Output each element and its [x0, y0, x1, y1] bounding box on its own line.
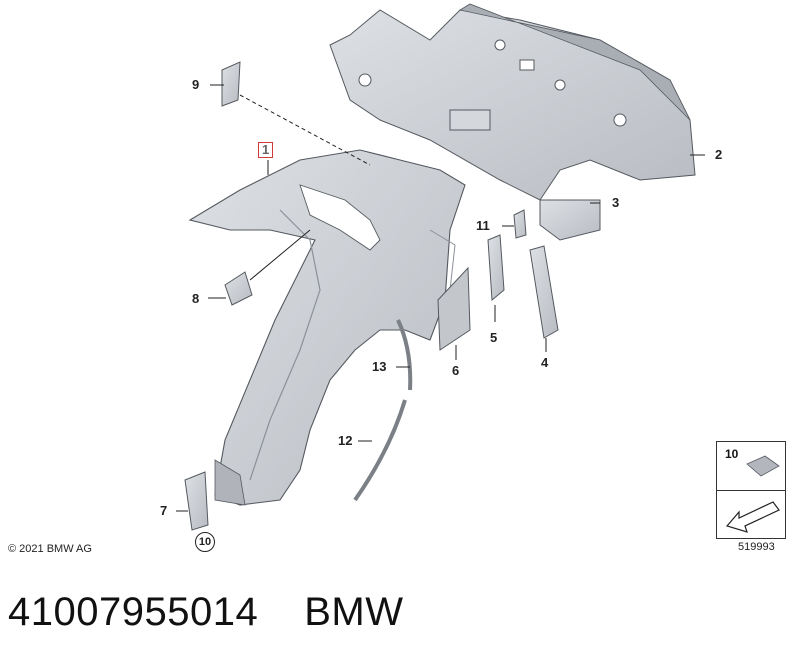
callout-5[interactable]: 5: [490, 330, 498, 345]
part-11-clip: [513, 209, 527, 239]
rear-panel: [329, 3, 696, 241]
callout-8[interactable]: 8: [192, 291, 200, 306]
callout-9[interactable]: 9: [192, 77, 200, 92]
inset-divider: [717, 490, 785, 491]
part-7-bracket: [184, 471, 209, 531]
part-number: 41007955014: [8, 590, 259, 634]
callout-7[interactable]: 7: [160, 503, 168, 518]
callout-6[interactable]: 6: [452, 363, 460, 378]
callout-4[interactable]: 4: [541, 355, 549, 370]
pad-icon: [746, 455, 780, 477]
callout-3[interactable]: 3: [612, 195, 620, 210]
callout-11[interactable]: 11: [476, 218, 490, 233]
diagram-canvas: [176, 3, 705, 531]
part-9-bracket: [221, 61, 241, 107]
part-13-seal: [396, 319, 413, 391]
copyright-text: © 2021 BMW AG: [8, 543, 92, 555]
diagram-id: 519993: [738, 541, 775, 553]
part-5-strip: [487, 234, 505, 302]
part-8-bracket: [224, 271, 253, 306]
inset-legend: 10: [716, 441, 786, 539]
part-12-seal: [353, 399, 407, 502]
footer: 41007955014 BMW: [8, 590, 403, 635]
leader-lines: [176, 84, 705, 512]
callout-10[interactable]: 10: [195, 532, 215, 552]
part-6-panel: [437, 266, 471, 351]
part-4-strip: [529, 245, 559, 339]
inset-label: 10: [725, 447, 739, 461]
callout-1[interactable]: 1: [258, 142, 274, 158]
brand-name: BMW: [304, 590, 404, 634]
parts-diagram: [176, 3, 705, 531]
callout-2[interactable]: 2: [715, 147, 723, 162]
side-panel: [188, 149, 466, 506]
callout-12[interactable]: 12: [338, 433, 353, 448]
inset-graphics: [725, 455, 780, 533]
callout-13[interactable]: 13: [372, 359, 387, 374]
arrow-icon: [725, 501, 780, 533]
